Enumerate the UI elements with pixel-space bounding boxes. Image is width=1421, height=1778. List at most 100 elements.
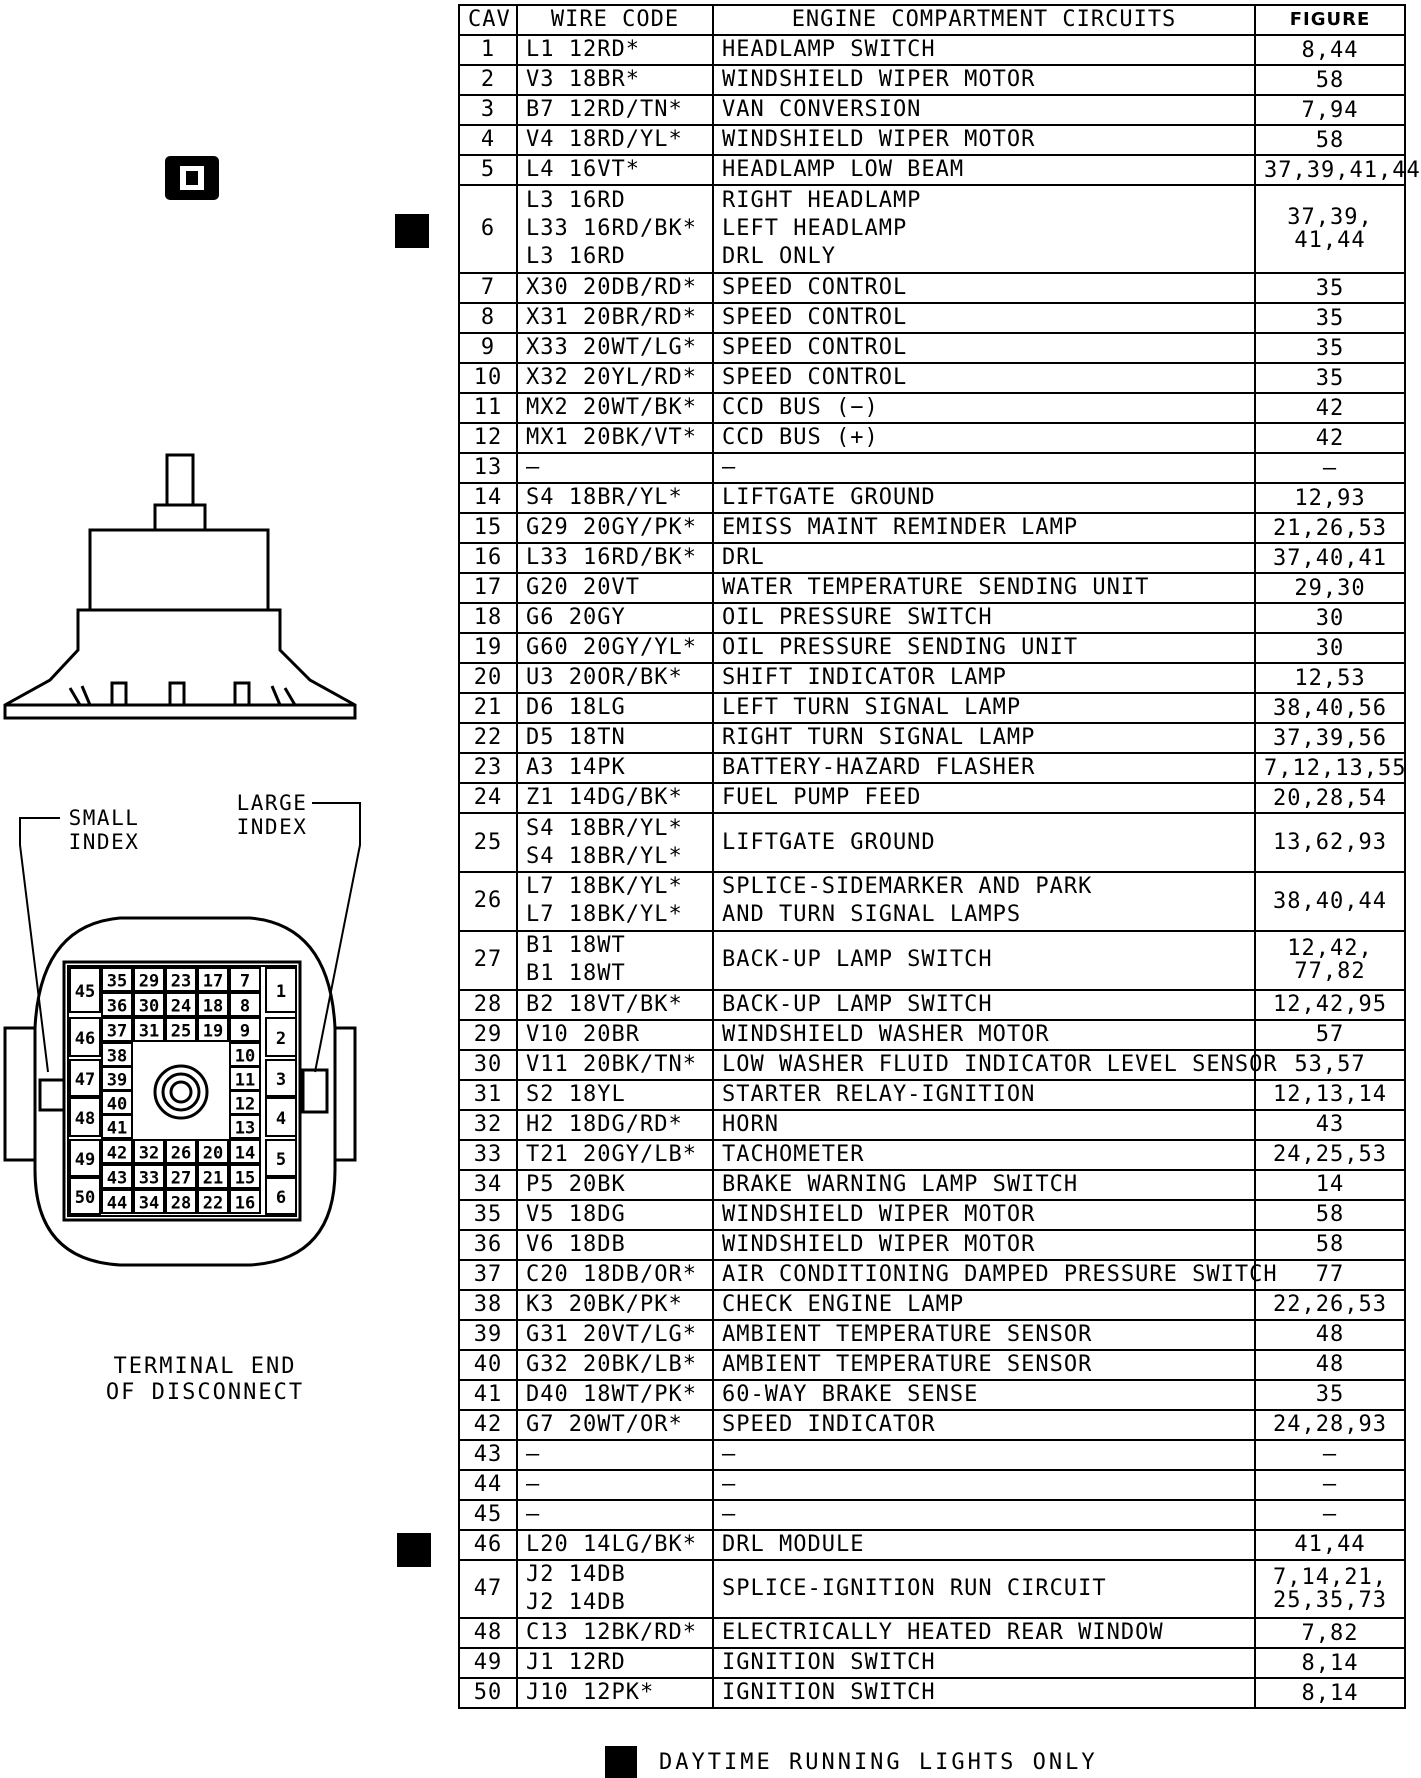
terminal-3-box (265, 1059, 297, 1097)
wire-code-cell: B7 12RD/TN* (516, 94, 714, 126)
figure-cell-line: 12,13,14 (1273, 1082, 1387, 1108)
wire-code-cell-line: V5 18DG (526, 1201, 626, 1227)
circuit-cell: CCD BUS (−) (712, 392, 1256, 425)
figure-cell: 8,14 (1254, 1647, 1406, 1680)
figure-cell-line: 25,35,73 (1273, 1587, 1387, 1613)
figure-cell: 58 (1254, 64, 1406, 96)
cav-cell: 49 (458, 1647, 518, 1680)
cav-cell: 11 (458, 392, 518, 425)
terminal-30: 30 (139, 997, 159, 1017)
wire-code-cell-line: X31 20BR/RD* (526, 305, 697, 331)
terminal-10: 10 (235, 1047, 255, 1067)
cav-cell: 10 (458, 362, 518, 395)
circuit-cell-line: CCD BUS (−) (722, 395, 879, 421)
circuit-cell: VAN CONVERSION (712, 94, 1256, 126)
wire-code-cell-line: C20 18DB/OR* (526, 1261, 697, 1287)
terminal-23: 23 (171, 972, 191, 992)
terminal-26: 26 (171, 1144, 191, 1164)
cav-cell: 18 (458, 602, 518, 635)
figure-cell: — (1254, 452, 1406, 485)
circuit-cell: HEADLAMP LOW BEAM (712, 154, 1256, 186)
figure-cell-line: 30 (1315, 635, 1345, 661)
wire-code-cell: G29 20GY/PK* (516, 512, 714, 545)
circuit-cell: OIL PRESSURE SWITCH (712, 602, 1256, 635)
figure-cell: 48 (1254, 1348, 1406, 1381)
circuit-cell: DRL MODULE (712, 1528, 1256, 1561)
circuit-cell: — (712, 1468, 1256, 1501)
wire-code-cell: D6 18LG (516, 692, 714, 725)
terminal-31-box (133, 1017, 165, 1042)
figure-cell: 20,28,54 (1254, 782, 1406, 815)
legend-text: DAYTIME RUNNING LIGHTS ONLY (659, 1749, 1098, 1775)
terminal-46: 46 (75, 1029, 95, 1049)
circuit-cell-line: LEFT TURN SIGNAL LAMP (722, 695, 1022, 721)
terminal-29: 29 (139, 972, 159, 992)
header-cav: CAV (458, 4, 518, 36)
figure-cell-line: 58 (1315, 127, 1345, 153)
figure-cell-line: 48 (1315, 1322, 1345, 1348)
wire-code-cell-line: D5 18TN (526, 725, 626, 751)
terminal-35-box (101, 967, 133, 992)
figure-cell-line: 42 (1315, 395, 1345, 421)
figure-cell: 14 (1254, 1168, 1406, 1201)
circuit-cell-line: SPLICE-SIDEMARKER AND PARK (722, 874, 1093, 900)
terminal-17-box (197, 967, 229, 992)
figure-cell: 35 (1254, 362, 1406, 395)
figure-cell-line: 35 (1315, 365, 1345, 391)
terminal-29-box (133, 967, 165, 992)
wire-code-cell: V4 18RD/YL* (516, 124, 714, 156)
terminal-42-box (101, 1139, 133, 1164)
cav-cell: 4 (458, 124, 518, 156)
center-boss-outer (153, 1064, 209, 1120)
cav-cell: 13 (458, 452, 518, 485)
terminal-38: 38 (107, 1047, 127, 1067)
figure-cell-line: — (1322, 455, 1338, 481)
circuit-cell: RIGHT TURN SIGNAL LAMP (712, 722, 1256, 755)
figure-cell-line: 30 (1315, 605, 1345, 631)
wire-code-cell: C20 18DB/OR* (516, 1258, 714, 1291)
circuit-cell: SPLICE-IGNITION RUN CIRCUIT (712, 1558, 1256, 1620)
wire-code-cell-line: T21 20GY/LB* (526, 1141, 697, 1167)
cav-cell: 48 (458, 1617, 518, 1650)
terminal-1-box (265, 967, 297, 1013)
terminal-49-box (69, 1139, 101, 1177)
figure-cell-line: 7,12,13,55 (1264, 755, 1407, 781)
terminal-end-left-flange (3, 1026, 35, 1162)
wire-code-cell-line: X32 20YL/RD* (526, 365, 697, 391)
wire-code-cell-line: L1 12RD* (526, 37, 640, 62)
figure-cell-line: 29,30 (1294, 575, 1366, 601)
terminal-17: 17 (203, 972, 223, 992)
circuit-cell-line: — (722, 1441, 737, 1467)
terminal-28-box (165, 1189, 197, 1214)
circuit-cell-line: — (722, 1471, 737, 1497)
terminal-9: 9 (240, 1022, 250, 1042)
terminal-46-box (69, 1017, 101, 1057)
cav-cell: 20 (458, 662, 518, 695)
wire-code-cell: — (516, 1468, 714, 1501)
figure-cell: 42 (1254, 392, 1406, 425)
wiring-table: CAV WIRE CODE ENGINE COMPARTMENT CIRCUIT… (458, 4, 1420, 1710)
wire-code-cell: G31 20VT/LG* (516, 1318, 714, 1351)
circuit-cell-line: EMISS MAINT REMINDER LAMP (722, 515, 1079, 541)
figure-cell: 21,26,53 (1254, 512, 1406, 545)
figure-cell-line: 38,40,56 (1273, 695, 1387, 721)
cav-cell: 34 (458, 1168, 518, 1201)
terminal-end-line-1: TERMINAL END (113, 1354, 297, 1379)
figure-cell: 37,39,41,44 (1254, 154, 1420, 186)
wire-code-cell-line: J2 14DB (526, 1589, 626, 1615)
circuit-cell: OIL PRESSURE SENDING UNIT (712, 632, 1256, 665)
terminal-21-box (197, 1164, 229, 1189)
figure-cell: 8,14 (1254, 1677, 1406, 1710)
cav-cell: 25 (458, 812, 518, 873)
figure-cell-line: — (1322, 1472, 1338, 1498)
cav-cell: 46 (458, 1528, 518, 1561)
terminal-27-box (165, 1164, 197, 1189)
terminal-end-shell (33, 916, 337, 1267)
